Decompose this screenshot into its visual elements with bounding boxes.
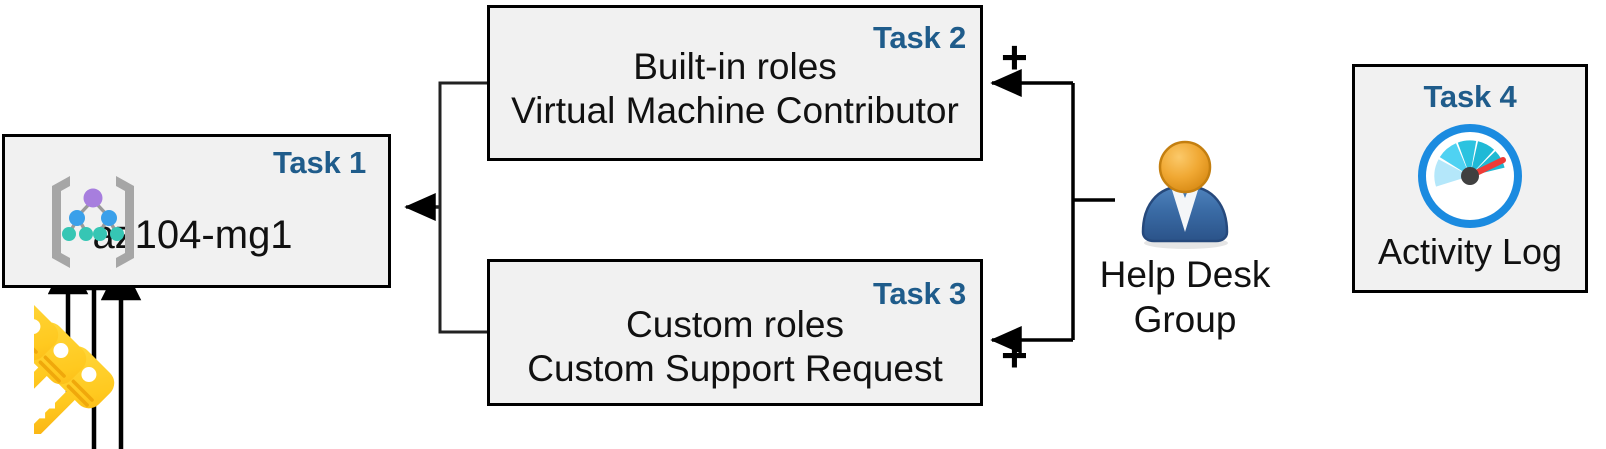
- task3-line2: Custom Support Request: [527, 348, 943, 389]
- plus-icon-task3: +: [1001, 329, 1028, 381]
- task4-text: Activity Log: [1377, 231, 1563, 272]
- task4-box[interactable]: Task 4 Activity Log: [1352, 64, 1588, 293]
- task3-box[interactable]: Task 3 Custom roles Custom Support Reque…: [487, 259, 983, 406]
- gauge-icon: [1418, 124, 1522, 228]
- task2-line2: Virtual Machine Contributor: [511, 90, 959, 131]
- task3-label: Task 3: [872, 276, 966, 311]
- user-group-icon: [1141, 140, 1229, 249]
- person-label-line2: Group: [1133, 299, 1237, 340]
- plus-icon-task2: +: [1001, 31, 1028, 83]
- task4-label: Task 4: [1423, 79, 1517, 114]
- connector-tasks-to-mg: [404, 81, 487, 334]
- task2-label: Task 2: [872, 20, 966, 55]
- person-label: Help Desk Group: [1065, 252, 1305, 342]
- task1-label: Task 1: [272, 145, 366, 180]
- person-label-line1: Help Desk: [1099, 254, 1271, 295]
- task2-line1: Built-in roles: [633, 46, 837, 87]
- keys-icon: [34, 305, 115, 434]
- management-group-icon: [52, 176, 134, 268]
- task2-box[interactable]: Task 2 Built-in roles Virtual Machine Co…: [487, 5, 983, 161]
- task3-line1: Custom roles: [626, 304, 844, 345]
